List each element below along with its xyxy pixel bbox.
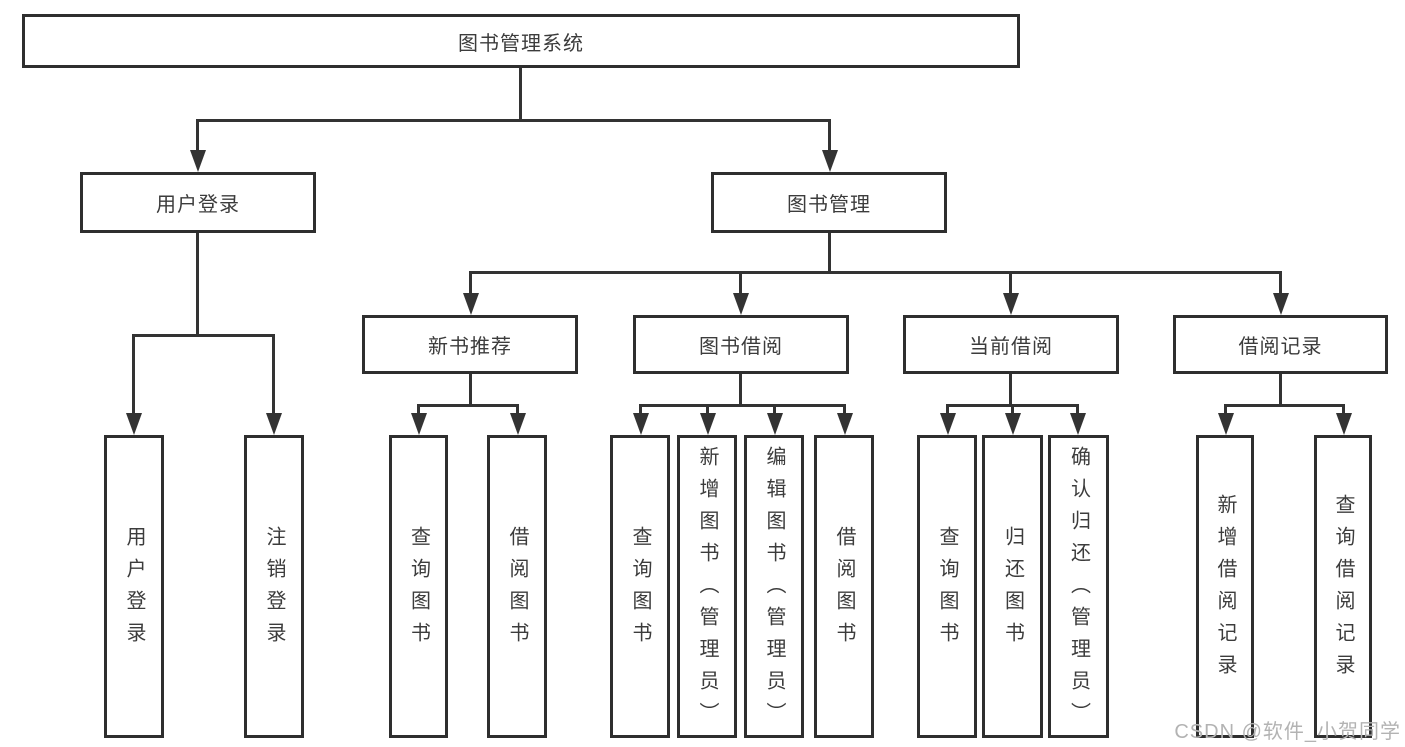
arrowhead-records-child-0 xyxy=(1218,413,1234,435)
node-current-borrow-label: 当前借阅 xyxy=(969,336,1053,358)
connector-drop-borrow-child-0 xyxy=(639,404,642,415)
connector-drop-current-child-1 xyxy=(1011,404,1014,415)
node-leaf-records-add: 新增借阅记录 xyxy=(1196,435,1254,738)
node-leaf-records-query: 查询借阅记录 xyxy=(1314,435,1372,738)
node-book-borrow-label: 图书借阅 xyxy=(699,336,783,358)
connector-current-stub xyxy=(1009,374,1012,407)
node-book-management-label: 图书管理 xyxy=(787,194,871,216)
node-book-management: 图书管理 xyxy=(711,172,947,233)
connector-drop-newbook xyxy=(469,271,472,295)
node-leaf-current-return: 归还图书 xyxy=(982,435,1043,738)
arrowhead-borrow xyxy=(733,293,749,315)
node-root-label: 图书管理系统 xyxy=(458,32,584,55)
node-current-borrow: 当前借阅 xyxy=(903,315,1119,374)
node-leaf-user-login-label: 用户登录 xyxy=(123,525,145,654)
csdn-watermark: CSDN @软件_小贺同学 xyxy=(1174,721,1401,743)
node-leaf-borrow-add-admin-label: 新增图书（管理员） xyxy=(696,445,718,734)
connector-newbook-stub xyxy=(469,374,472,407)
node-leaf-records-query-label: 查询借阅记录 xyxy=(1332,493,1354,686)
connector-drop-login-child-1 xyxy=(272,334,275,415)
connector-root-stub xyxy=(519,67,522,122)
connector-records-branch xyxy=(1224,404,1345,407)
arrowhead-records-child-1 xyxy=(1336,413,1352,435)
arrowhead-current-child-2 xyxy=(1070,413,1086,435)
node-leaf-newbook-borrow-label: 借阅图书 xyxy=(506,525,528,654)
connector-borrow-stub xyxy=(739,374,742,407)
arrowhead-current-child-1 xyxy=(1005,413,1021,435)
connector-mgmt-branch xyxy=(469,271,1282,274)
connector-drop-login-child-0 xyxy=(132,334,135,415)
node-root: 图书管理系统 xyxy=(22,14,1020,68)
arrowhead-newbook-child-0 xyxy=(411,413,427,435)
node-leaf-borrow-query: 查询图书 xyxy=(610,435,670,738)
node-borrow-records-label: 借阅记录 xyxy=(1238,336,1323,358)
node-leaf-current-query: 查询图书 xyxy=(917,435,977,738)
connector-login-branch xyxy=(132,334,275,337)
connector-drop-records-child-0 xyxy=(1224,404,1227,415)
node-borrow-records: 借阅记录 xyxy=(1173,315,1388,374)
node-leaf-current-return-label: 归还图书 xyxy=(1001,525,1024,654)
arrowhead-borrow-child-1 xyxy=(700,413,716,435)
node-user-login-label: 用户登录 xyxy=(156,194,240,216)
node-new-book-recommend-label: 新书推荐 xyxy=(428,336,512,358)
connector-drop-login xyxy=(196,119,199,152)
connector-drop-current xyxy=(1009,271,1012,295)
connector-borrow-branch xyxy=(639,404,846,407)
node-leaf-current-confirm-admin: 确认归还（管理员） xyxy=(1048,435,1109,738)
arrowhead-current xyxy=(1003,293,1019,315)
connector-records-stub xyxy=(1279,374,1282,407)
connector-drop-records-child-1 xyxy=(1342,404,1345,415)
arrowhead-login-child-1 xyxy=(266,413,282,435)
connector-drop-newbook-child-0 xyxy=(417,404,420,415)
node-leaf-logout-label: 注销登录 xyxy=(263,525,285,654)
arrowhead-mgmt xyxy=(822,150,838,172)
node-user-login: 用户登录 xyxy=(80,172,316,233)
connector-drop-borrow xyxy=(739,271,742,295)
arrowhead-current-child-0 xyxy=(940,413,956,435)
arrowhead-records xyxy=(1273,293,1289,315)
node-leaf-borrow-edit-admin: 编辑图书（管理员） xyxy=(744,435,804,738)
arrowhead-newbook xyxy=(463,293,479,315)
arrowhead-borrow-child-0 xyxy=(633,413,649,435)
node-leaf-newbook-query-label: 查询图书 xyxy=(407,525,430,654)
node-leaf-records-add-label: 新增借阅记录 xyxy=(1214,493,1236,686)
node-leaf-borrow-add-admin: 新增图书（管理员） xyxy=(677,435,737,738)
arrowhead-borrow-child-2 xyxy=(767,413,783,435)
node-leaf-user-login: 用户登录 xyxy=(104,435,164,738)
connector-drop-borrow-child-3 xyxy=(843,404,846,415)
node-book-borrow: 图书借阅 xyxy=(633,315,849,374)
arrowhead-borrow-child-3 xyxy=(837,413,853,435)
node-leaf-borrow-borrow: 借阅图书 xyxy=(814,435,874,738)
connector-newbook-branch xyxy=(417,404,519,407)
node-leaf-borrow-borrow-label: 借阅图书 xyxy=(833,525,855,654)
connector-drop-borrow-child-2 xyxy=(773,404,776,415)
connector-drop-mgmt xyxy=(828,119,831,152)
connector-mgmt-stub xyxy=(828,233,831,274)
node-leaf-borrow-edit-admin-label: 编辑图书（管理员） xyxy=(763,445,785,734)
arrowhead-newbook-child-1 xyxy=(510,413,526,435)
node-leaf-newbook-borrow: 借阅图书 xyxy=(487,435,547,738)
connector-drop-current-child-0 xyxy=(946,404,949,415)
arrowhead-login-child-0 xyxy=(126,413,142,435)
connector-drop-current-child-2 xyxy=(1076,404,1079,415)
node-leaf-borrow-query-label: 查询图书 xyxy=(629,525,651,654)
connector-login-stub xyxy=(196,233,199,337)
connector-root-branch xyxy=(196,119,831,122)
node-leaf-current-query-label: 查询图书 xyxy=(936,525,958,654)
arrowhead-login xyxy=(190,150,206,172)
node-leaf-current-confirm-admin-label: 确认归还（管理员） xyxy=(1067,445,1090,734)
connector-drop-newbook-child-1 xyxy=(516,404,519,415)
node-leaf-logout: 注销登录 xyxy=(244,435,304,738)
connector-drop-borrow-child-1 xyxy=(706,404,709,415)
node-leaf-newbook-query: 查询图书 xyxy=(389,435,448,738)
node-new-book-recommend: 新书推荐 xyxy=(362,315,578,374)
connector-drop-records xyxy=(1279,271,1282,295)
